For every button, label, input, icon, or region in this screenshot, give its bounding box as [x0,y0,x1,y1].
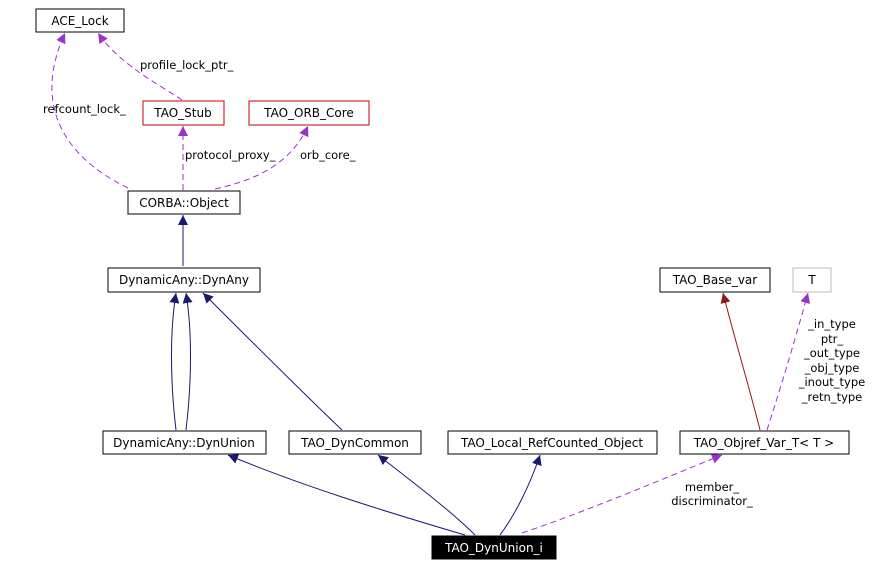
edge-label-profile-lock-ptr: profile_lock_ptr_ [140,58,234,72]
node-tao-dyncommon[interactable]: TAO_DynCommon [288,430,422,455]
edge-label-discriminator: discriminator_ [671,494,753,508]
node-label-tao-stub: TAO_Stub [153,106,211,120]
edge-stub-to-ace-lock [97,32,183,101]
edge-objref-var-to-t-param [766,292,811,431]
edge-dynunion-i-to-local-refcounted [499,454,542,536]
node-tao-orb-core[interactable]: TAO_ORB_Core [248,100,370,126]
node-label-tao-dyncommon: TAO_DynCommon [300,436,409,450]
edge-dynunion-to-dynany-left [169,292,180,431]
node-tao-objref-var-t[interactable]: TAO_Objref_Var_T< T > [679,430,850,455]
edge-label-inout-type: _inout_type [798,375,866,389]
edge-label-refcount-lock: refcount_lock_ [43,102,126,116]
node-label-tao-objref-var-t: TAO_Objref_Var_T< T > [693,436,834,450]
node-label-tao-orb-core: TAO_ORB_Core [263,106,354,120]
node-tao-base-var[interactable]: TAO_Base_var [659,267,771,293]
edge-label-ptr: ptr_ [821,332,844,346]
node-label-tao-local-refcounted-object: TAO_Local_RefCounted_Object [460,436,643,450]
node-tao-dynunion-i[interactable]: TAO_DynUnion_i [431,535,557,560]
edge-dynunion-i-to-dynunion [227,454,466,536]
node-corba-object[interactable]: CORBA::Object [127,190,241,215]
edge-label-member: member_ [685,480,740,494]
node-label-dynamicany-dynunion: DynamicAny::DynUnion [113,436,255,450]
node-label-tao-base-var: TAO_Base_var [672,273,758,287]
node-t-param[interactable]: T [792,267,832,293]
node-label-tao-dynunion-i: TAO_DynUnion_i [444,541,543,555]
node-label-ace-lock: ACE_Lock [51,14,108,28]
edge-label-retn-type: _retn_type [801,390,863,404]
edge-objref-var-to-base-var [720,292,761,431]
node-label-dynamicany-dynany: DynamicAny::DynAny [119,273,249,287]
edge-dyncommon-to-dynany [202,292,343,431]
edge-dynunion-to-dynany-right [182,292,193,431]
node-tao-stub[interactable]: TAO_Stub [142,100,225,126]
node-dynamicany-dynany[interactable]: DynamicAny::DynAny [107,267,261,293]
edge-dynunion-i-to-dyncommon [377,454,476,536]
node-ace-lock[interactable]: ACE_Lock [35,8,125,33]
edge-label-orb-core: orb_core_ [300,148,356,162]
node-label-corba-object: CORBA::Object [139,196,229,210]
edge-label-out-type: _out_type [803,346,860,360]
node-dynamicany-dynunion[interactable]: DynamicAny::DynUnion [102,430,267,455]
edge-corba-object-to-ace-lock [51,32,129,189]
edge-label-obj-type: _obj_type [804,361,860,375]
edge-label-in-type: _in_type [807,317,856,331]
edge-label-protocol-proxy: protocol_proxy_ [185,148,276,162]
edge-corba-object-to-orb-core [214,125,309,190]
node-tao-local-refcounted-object[interactable]: TAO_Local_RefCounted_Object [447,430,658,455]
node-label-t-param: T [807,273,816,287]
